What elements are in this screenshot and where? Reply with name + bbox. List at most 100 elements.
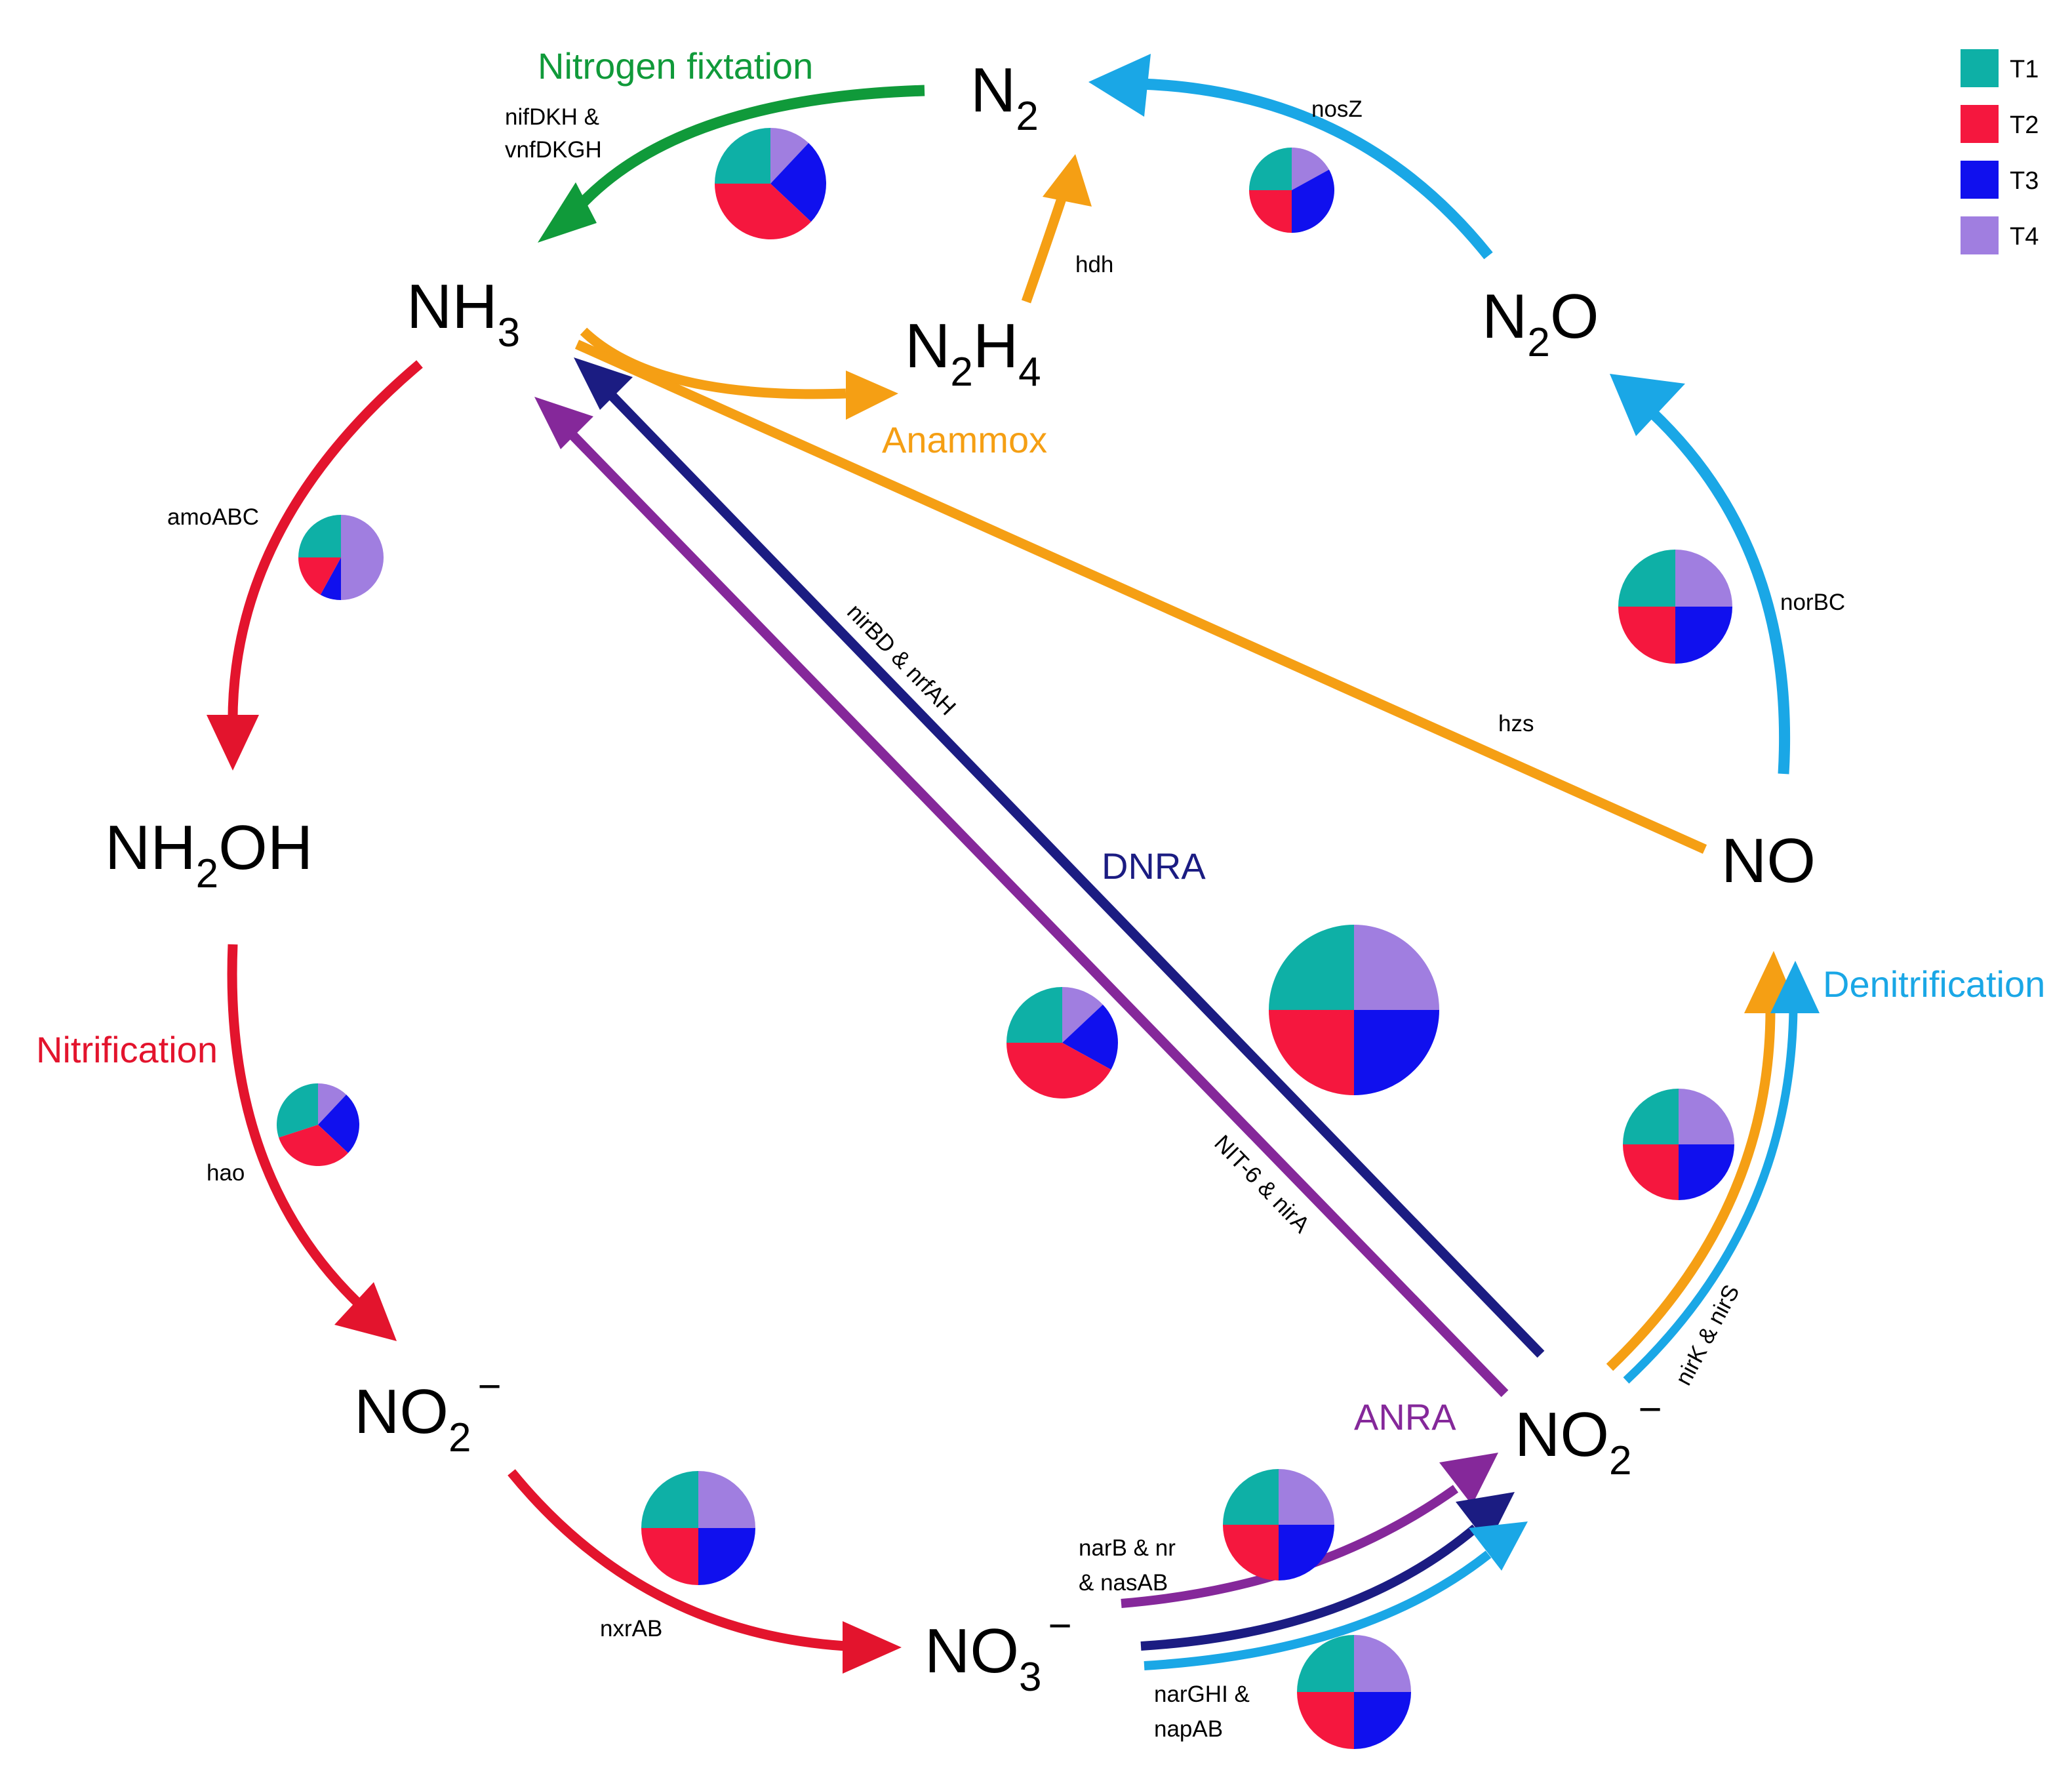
pie-slice-t2: [1623, 1144, 1679, 1200]
pie-nxrab: [641, 1471, 755, 1585]
compound-nh2oh: NH2OH: [105, 813, 313, 896]
gene-norbc: norBC: [1780, 590, 1845, 615]
pie-slice-t4: [770, 128, 809, 184]
pie-narb: [1223, 1469, 1334, 1581]
pie-slice-t2: [715, 184, 811, 239]
pie-slice-t1: [298, 515, 341, 557]
nirk-nirs-arrows: [1606, 951, 1820, 1384]
pie-slice-t3: [1279, 1525, 1334, 1581]
gene-narghi-line1: narGHI &: [1154, 1681, 1250, 1707]
pie-nitrogen-fixation: [715, 128, 826, 239]
pie-slice-t4: [341, 515, 384, 600]
pie-slice-t1: [1223, 1469, 1279, 1525]
legend-label-t2: T2: [2010, 111, 2039, 139]
label-anammox: Anammox: [882, 419, 1047, 460]
pie-slice-t2: [1249, 190, 1292, 233]
legend-label-t4: T4: [2010, 223, 2039, 251]
compound-n2: N2: [970, 55, 1039, 139]
compound-no2-right: NO2−: [1515, 1387, 1662, 1483]
pie-hao: [276, 1083, 359, 1167]
pie-nirk-nirs: [1623, 1089, 1734, 1200]
pie-narghi: [1297, 1635, 1411, 1749]
pie-slice-t3: [1679, 1144, 1734, 1200]
pie-slice-t2: [1618, 607, 1675, 664]
pie-center-large: [1269, 925, 1439, 1095]
dnra-line: [574, 357, 1545, 1358]
gene-nif-line1: nifDKH &: [505, 104, 599, 130]
pie-slice-t1: [715, 128, 770, 184]
pie-slice-t1: [1623, 1089, 1679, 1144]
pie-slice-t3: [1675, 607, 1732, 664]
pie-slice-t3: [320, 557, 341, 600]
pie-slice-t2: [1269, 1010, 1354, 1095]
gene-nxrab: nxrAB: [600, 1616, 662, 1641]
gene-nif-line2: vnfDKGH: [505, 137, 602, 163]
gene-narb-line2: & nasAB: [1079, 1570, 1168, 1596]
gene-hdh: hdh: [1075, 252, 1113, 277]
nxrab-arrow: [508, 1469, 902, 1674]
legend-label-t3: T3: [2010, 167, 2039, 195]
pie-slice-t1: [1297, 1635, 1354, 1692]
pie-nosz: [1249, 148, 1335, 233]
label-dnra: DNRA: [1102, 845, 1206, 887]
gene-nosz: nosZ: [1311, 96, 1363, 122]
pie-slice-t2: [279, 1125, 348, 1167]
pie-slice-t3: [318, 1095, 359, 1154]
gene-nirbd-nrfah: nirBD & nrfAH: [842, 599, 961, 720]
pie-slice-t4: [1279, 1469, 1334, 1525]
pie-norbc: [1618, 550, 1732, 664]
pie-slice-t4: [1675, 550, 1732, 607]
nitrogen-fixation-arrow: [538, 85, 925, 243]
label-nitrification: Nitrification: [36, 1029, 218, 1070]
compound-n2o: N2O: [1482, 281, 1599, 365]
pie-slice-t3: [1062, 1004, 1118, 1070]
pie-slice-t4: [1354, 925, 1439, 1010]
norbc-arrow: [1610, 374, 1791, 775]
pie-slice-t3: [1354, 1010, 1439, 1095]
compound-no3: NO3−: [925, 1603, 1072, 1700]
pie-slice-t1: [1269, 925, 1354, 1010]
label-denitrification: Denitrification: [1823, 963, 2045, 1005]
legend-label-t1: T1: [2010, 56, 2039, 83]
pie-charts: [276, 128, 1734, 1749]
pie-slice-t4: [1354, 1635, 1411, 1692]
legend-swatch-t4: [1961, 216, 1999, 254]
legend-swatch-t1: [1961, 49, 1999, 87]
hdh-arrow: [1021, 154, 1092, 304]
pie-slice-t2: [1297, 1692, 1354, 1749]
gene-hao: hao: [207, 1160, 245, 1186]
compound-n2h4: N2H4: [905, 311, 1041, 395]
anra-line: [534, 397, 1509, 1398]
pie-slice-t2: [1006, 1043, 1111, 1098]
pie-slice-t3: [698, 1528, 755, 1585]
hao-arrow: [227, 944, 397, 1341]
pie-slice-t4: [318, 1083, 347, 1125]
pie-slice-t1: [1249, 148, 1292, 190]
pie-dnra-anra: [1006, 987, 1118, 1098]
pie-slice-t2: [1223, 1525, 1279, 1581]
gene-narghi-line2: napAB: [1154, 1716, 1223, 1742]
label-anra: ANRA: [1354, 1396, 1456, 1438]
gene-amoabc: amoABC: [167, 504, 259, 530]
pie-amoabc: [298, 515, 384, 600]
compound-no: NO: [1721, 826, 1816, 896]
gene-hzs: hzs: [1498, 711, 1534, 736]
nosz-arrow: [1088, 54, 1493, 260]
pie-slice-t1: [276, 1083, 318, 1138]
pie-slice-t4: [698, 1471, 755, 1528]
pie-slice-t3: [1354, 1692, 1411, 1749]
anammox-arrow-nh3-n2h4: [580, 327, 898, 420]
pie-slice-t4: [1679, 1089, 1734, 1144]
label-nitrogen-fixation: Nitrogen fixtation: [538, 45, 813, 87]
pie-slice-t4: [1062, 987, 1103, 1043]
compound-no2-left: NO2−: [354, 1364, 502, 1460]
legend-swatch-t2: [1961, 105, 1999, 143]
legend-swatch-t3: [1961, 161, 1999, 199]
pie-slice-t4: [1292, 148, 1329, 190]
hzs-line: [574, 340, 1707, 854]
pie-slice-t1: [1006, 987, 1062, 1043]
dnra-narghi-arrow: [1140, 1492, 1515, 1651]
gene-narb-line1: narB & nr: [1079, 1535, 1176, 1561]
pie-slice-t3: [770, 143, 826, 222]
